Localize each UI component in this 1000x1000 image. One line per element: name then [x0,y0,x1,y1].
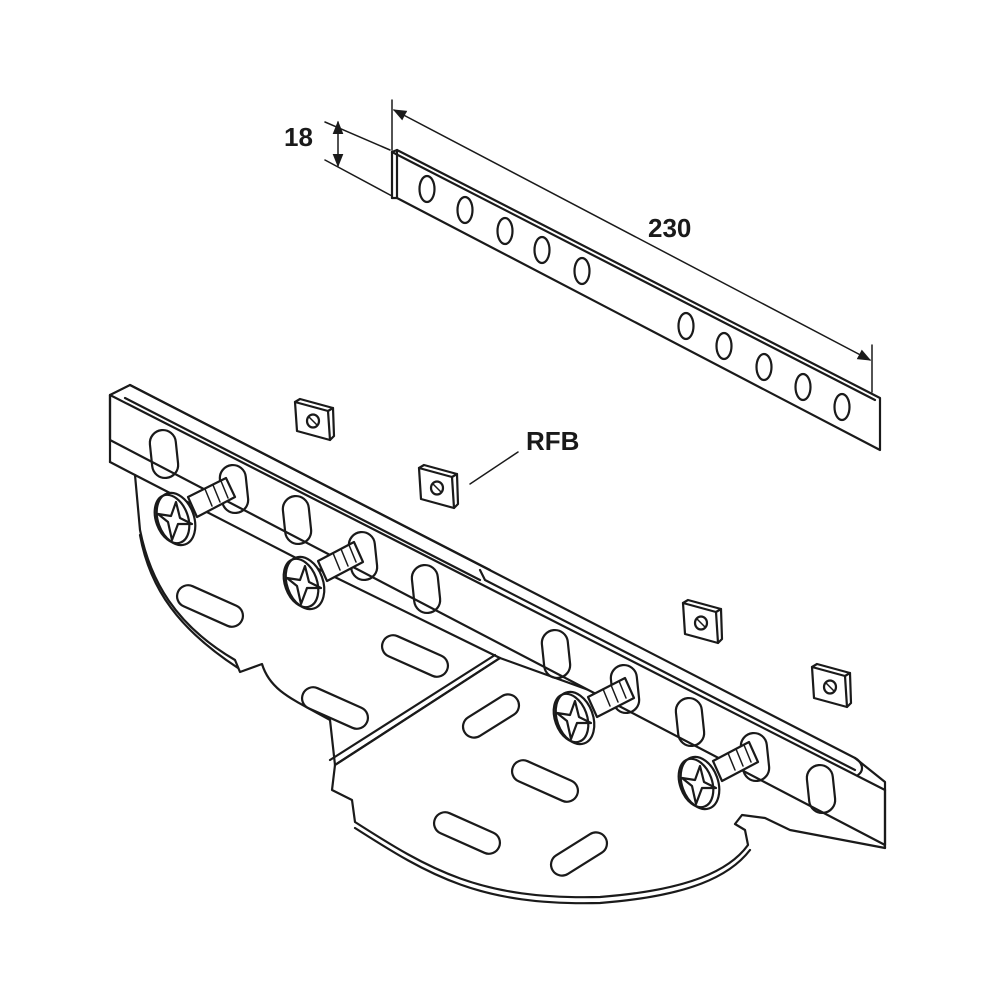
length-dimension: 230 [391,99,873,393]
tray-floor [133,473,887,905]
square-nut-icon [810,662,853,709]
square-nut-icon [417,463,460,510]
strip-holes [418,174,851,422]
phillips-bolt-icon [282,540,365,611]
phillips-bolt-icon [153,476,237,547]
square-nut-icon [681,598,724,645]
tray-floor-slots [175,584,609,877]
phillips-bolt-icon [677,740,760,811]
rfb-callout: RFB [469,426,579,485]
height-dimension: 18 [284,120,393,197]
square-nut-icon [293,397,336,442]
length-dimension-label: 230 [648,213,691,243]
rail-slots [148,428,837,815]
coupler-strip [390,148,882,452]
height-dimension-label: 18 [284,122,313,152]
phillips-bolt-icon [552,676,636,746]
rfb-callout-label: RFB [526,426,579,456]
tray-side-rail [108,383,887,850]
